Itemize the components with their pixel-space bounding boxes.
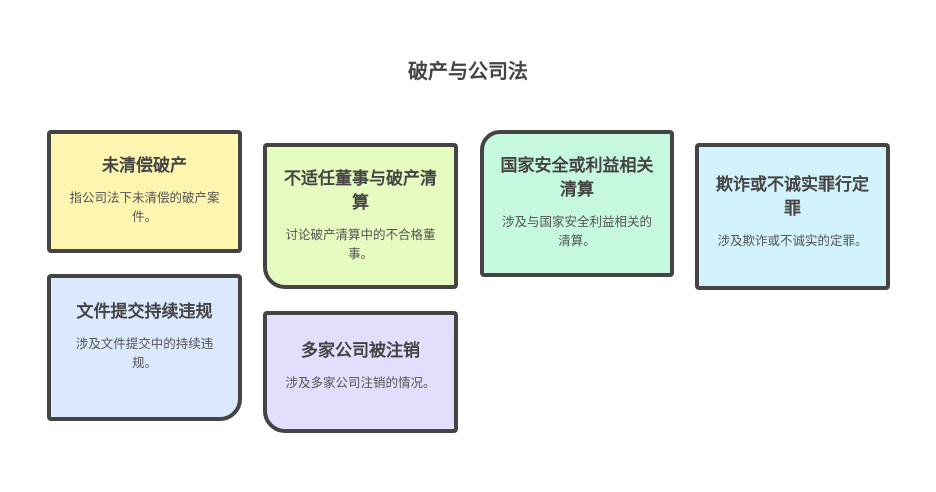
card-unpaid-bankruptcy: 未清偿破产 指公司法下未清偿的破产案件。	[47, 130, 242, 253]
card-title: 欺诈或不诚实罪行定罪	[716, 175, 869, 219]
diagram-title: 破产与公司法	[408, 59, 528, 83]
card-desc: 涉及文件提交中的持续违规。	[75, 336, 214, 370]
card-unfit-directors: 不适任董事与破产清算 讨论破产清算中的不合格董事。	[263, 143, 458, 289]
card-title: 未清偿破产	[102, 156, 187, 176]
card-deregistered-companies: 多家公司被注销 涉及多家公司注销的情况。	[263, 311, 458, 433]
card-desc: 指公司法下未清偿的破产案件。	[69, 190, 220, 224]
card-filing-violations: 文件提交持续违规 涉及文件提交中的持续违规。	[47, 274, 242, 421]
card-title: 文件提交持续违规	[76, 302, 213, 322]
card-desc: 涉及欺诈或不诚实的定罪。	[717, 233, 868, 248]
card-title: 多家公司被注销	[301, 341, 420, 361]
card-title: 不适任董事与破产清算	[284, 169, 437, 213]
card-desc: 讨论破产清算中的不合格董事。	[285, 227, 436, 261]
card-desc: 涉及与国家安全利益相关的清算。	[501, 214, 652, 248]
card-title: 国家安全或利益相关清算	[500, 156, 654, 200]
card-fraud-conviction: 欺诈或不诚实罪行定罪 涉及欺诈或不诚实的定罪。	[695, 143, 890, 290]
card-national-security: 国家安全或利益相关清算 涉及与国家安全利益相关的清算。	[480, 130, 674, 277]
card-desc: 涉及多家公司注销的情况。	[285, 375, 436, 390]
